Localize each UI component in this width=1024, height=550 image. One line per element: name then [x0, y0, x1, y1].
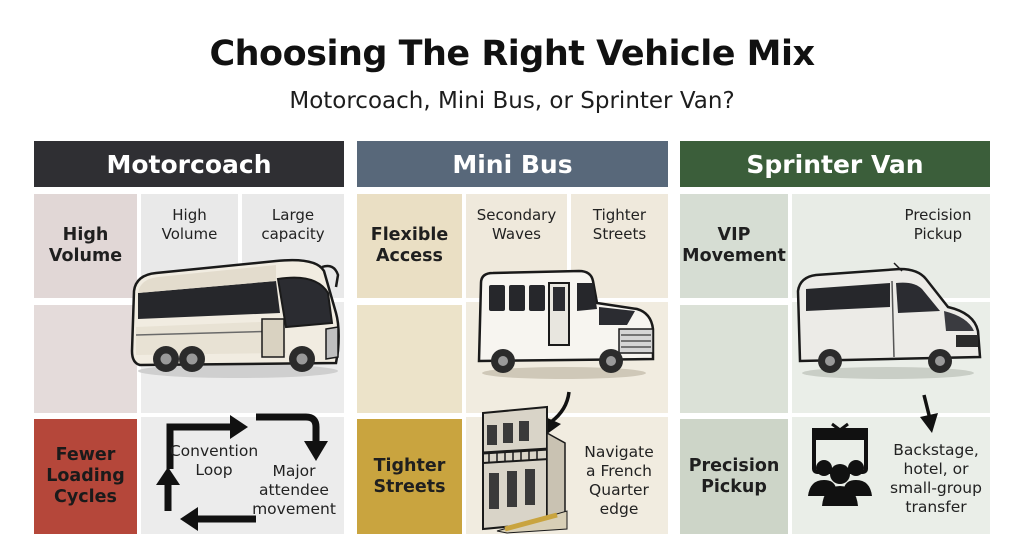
backstage-transfer-label: Backstage, hotel, or small-group transfe… — [890, 441, 982, 516]
tighter-streets-top-label: Tighter Streets — [592, 206, 647, 243]
sprinter-header: Sprinter Van — [680, 141, 990, 187]
high-volume-label: High Volume — [48, 225, 123, 266]
fewer-loading-box — [34, 419, 137, 534]
motorcoach-panel: Motorcoach High Volume High Volume Large… — [34, 141, 344, 534]
vip-group-icon — [808, 422, 872, 506]
loop-arrows-icon — [156, 413, 328, 531]
flexible-access-label: Flexible Access — [370, 225, 449, 266]
fewer-loading-cycles-label: Fewer Loading Cycles — [46, 445, 125, 507]
navigate-french-quarter-label: Navigate a French Quarter edge — [584, 443, 654, 518]
french-quarter-building-icon — [482, 405, 568, 534]
bg-cell — [34, 194, 137, 298]
precision-pickup-top-label: Precision Pickup — [904, 206, 972, 243]
bg-cell — [680, 194, 788, 298]
large-capacity-label: Large capacity — [261, 206, 325, 243]
bg-cell — [680, 305, 788, 413]
minibus-panel: Mini Bus Flexible Access Secondary Waves… — [357, 141, 668, 534]
minibus-icon — [477, 269, 655, 379]
tighter-streets-box — [357, 419, 462, 534]
sprinter-panel: Sprinter Van VIP Movement Precision Pick… — [680, 141, 990, 534]
high-volume-secondary-label: High Volume — [161, 206, 218, 243]
motorcoach-header: Motorcoach — [34, 141, 344, 187]
convention-loop-label: Convention Loop — [169, 442, 259, 479]
vip-movement-label: VIP Movement — [682, 225, 786, 266]
bg-cell — [680, 419, 788, 534]
secondary-waves-label: Secondary Waves — [476, 206, 557, 243]
bg-cell — [357, 305, 462, 413]
major-attendee-movement-label: Major attendee movement — [252, 461, 336, 518]
down-arrow-icon — [920, 394, 938, 433]
precision-pickup-box-label: Precision Pickup — [688, 455, 780, 497]
bg-cell — [141, 417, 344, 534]
sprinter-van-icon — [796, 262, 982, 379]
minibus-header: Mini Bus — [357, 141, 668, 187]
bg-cell — [357, 194, 462, 298]
motorcoach-icon — [130, 258, 340, 378]
page-title: Choosing The Right Vehicle Mix — [209, 34, 815, 74]
tighter-streets-box-label: Tighter Streets — [373, 455, 446, 497]
page-subtitle: Motorcoach, Mini Bus, or Sprinter Van? — [289, 88, 735, 114]
bg-cell — [34, 305, 137, 413]
